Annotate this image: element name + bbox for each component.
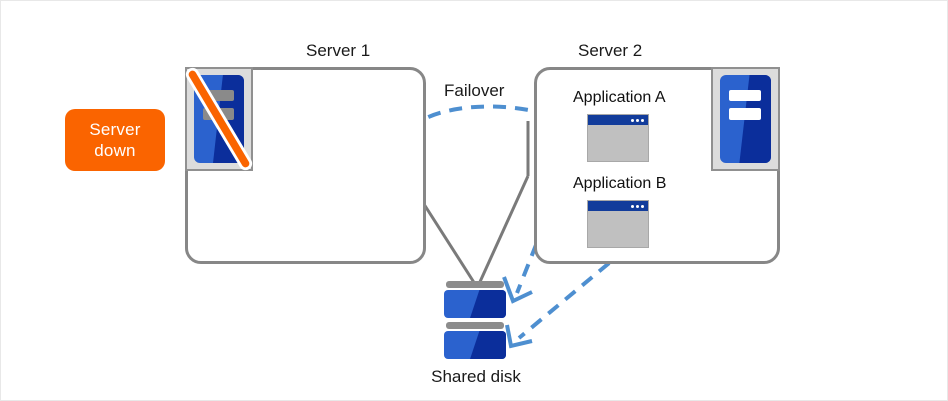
disk-block-bottom: [444, 331, 506, 359]
window-dot: [631, 118, 634, 122]
window-titlebar: [588, 201, 648, 211]
shared-disk-icon: [444, 281, 506, 361]
server-bar-bottom: [729, 108, 761, 120]
application-b-label: Application B: [573, 175, 667, 192]
window-dot: [641, 204, 644, 208]
server-glyph: [720, 75, 771, 163]
server-bar-bottom: [203, 108, 234, 120]
status-badge-server-down: Server down: [65, 109, 165, 171]
status-badge-line2: down: [94, 141, 136, 160]
application-window-icon: [587, 200, 649, 248]
server-bar-top: [203, 89, 234, 102]
shared-disk-label: Shared disk: [431, 367, 521, 386]
disk-bar: [446, 322, 504, 329]
application-a-label: Application A: [573, 89, 666, 106]
window-titlebar: [588, 115, 648, 125]
disk-bar: [446, 281, 504, 288]
window-dot: [631, 204, 634, 208]
disk-block-top: [444, 290, 506, 318]
window-dot: [636, 118, 639, 122]
server-bar-top: [729, 89, 761, 102]
server-ok-icon: [711, 67, 780, 171]
server-glyph: [194, 75, 244, 163]
failover-label: Failover: [444, 81, 505, 100]
window-dot: [636, 204, 639, 208]
server1-title: Server 1: [306, 41, 371, 60]
application-window-icon: [587, 114, 649, 162]
window-dot: [641, 118, 644, 122]
status-badge-line1: Server: [89, 120, 141, 139]
server2-title: Server 2: [578, 41, 643, 60]
server-down-icon: [185, 67, 253, 171]
